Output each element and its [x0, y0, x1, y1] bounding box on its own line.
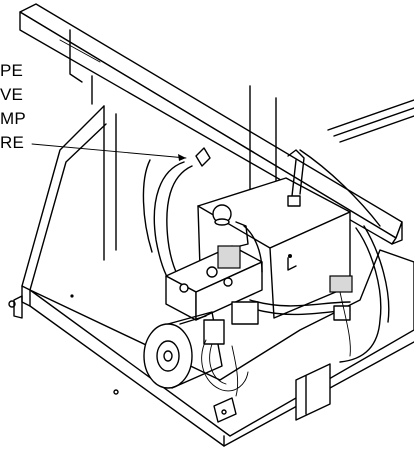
mounting-bracket — [213, 363, 331, 423]
cable-bundle — [327, 99, 414, 143]
valve-manifold — [165, 221, 263, 321]
leader-line — [31, 143, 187, 161]
enclosure-frame — [21, 85, 277, 291]
pump-motor — [143, 311, 223, 389]
callout-label-2: VE — [0, 85, 24, 104]
callout-label-1: PE — [0, 61, 24, 80]
callout-label-4: RE — [0, 133, 25, 152]
base-plate — [8, 249, 414, 447]
solenoids-and-wiring — [201, 275, 353, 397]
right-pipe — [287, 149, 305, 207]
callout-label-3: MP — [0, 109, 26, 128]
